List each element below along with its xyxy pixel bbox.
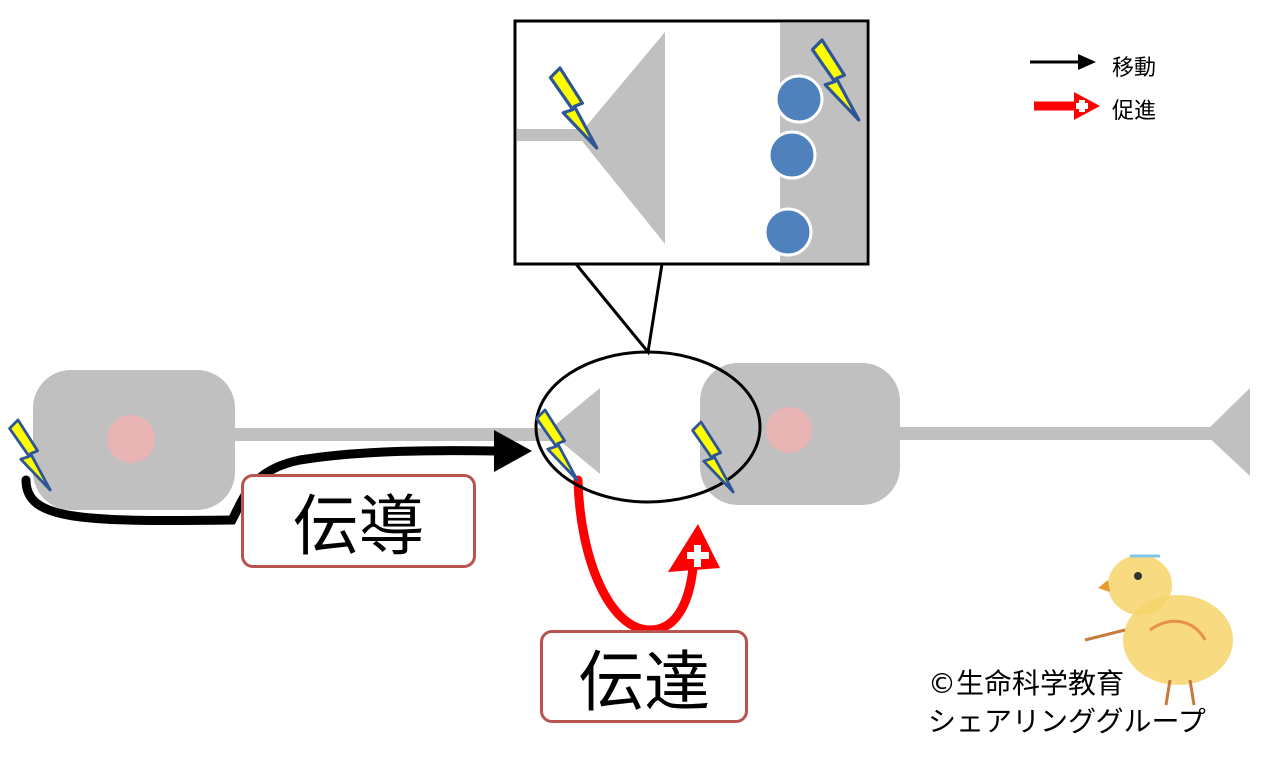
- arrow-icon: [1078, 54, 1096, 70]
- left-axon: [232, 428, 572, 441]
- legend-move-label: 移動: [1112, 56, 1157, 81]
- chick-icon: [1084, 554, 1233, 706]
- transmission-label: 伝達: [540, 630, 748, 723]
- copyright-line1: ©生命科学教育: [928, 667, 1125, 700]
- inset-axon: [517, 129, 595, 141]
- legend-promote-label: 促進: [1112, 99, 1157, 124]
- right-axon: [898, 427, 1228, 440]
- arrow-icon: [494, 430, 532, 472]
- legend: [1030, 54, 1100, 120]
- postsynaptic-neuron: [700, 363, 1250, 505]
- transmission-arrow: [573, 475, 720, 635]
- right-nucleus: [766, 407, 812, 453]
- synapse-inset: [513, 19, 870, 266]
- copyright-line2: シェアリンググループ: [928, 705, 1206, 738]
- axon-terminal: [548, 388, 600, 474]
- callout-pointer: [574, 263, 664, 356]
- receptor-vesicle: [767, 130, 817, 180]
- inset-terminal: [578, 32, 665, 244]
- receptor-vesicle: [763, 207, 813, 257]
- conduction-label: 伝導: [241, 474, 476, 568]
- presynaptic-neuron: [33, 370, 600, 510]
- left-nucleus: [107, 415, 155, 463]
- right-axon-terminal: [1204, 388, 1250, 476]
- receptor-vesicle: [774, 74, 824, 124]
- plus-icon: [687, 545, 709, 567]
